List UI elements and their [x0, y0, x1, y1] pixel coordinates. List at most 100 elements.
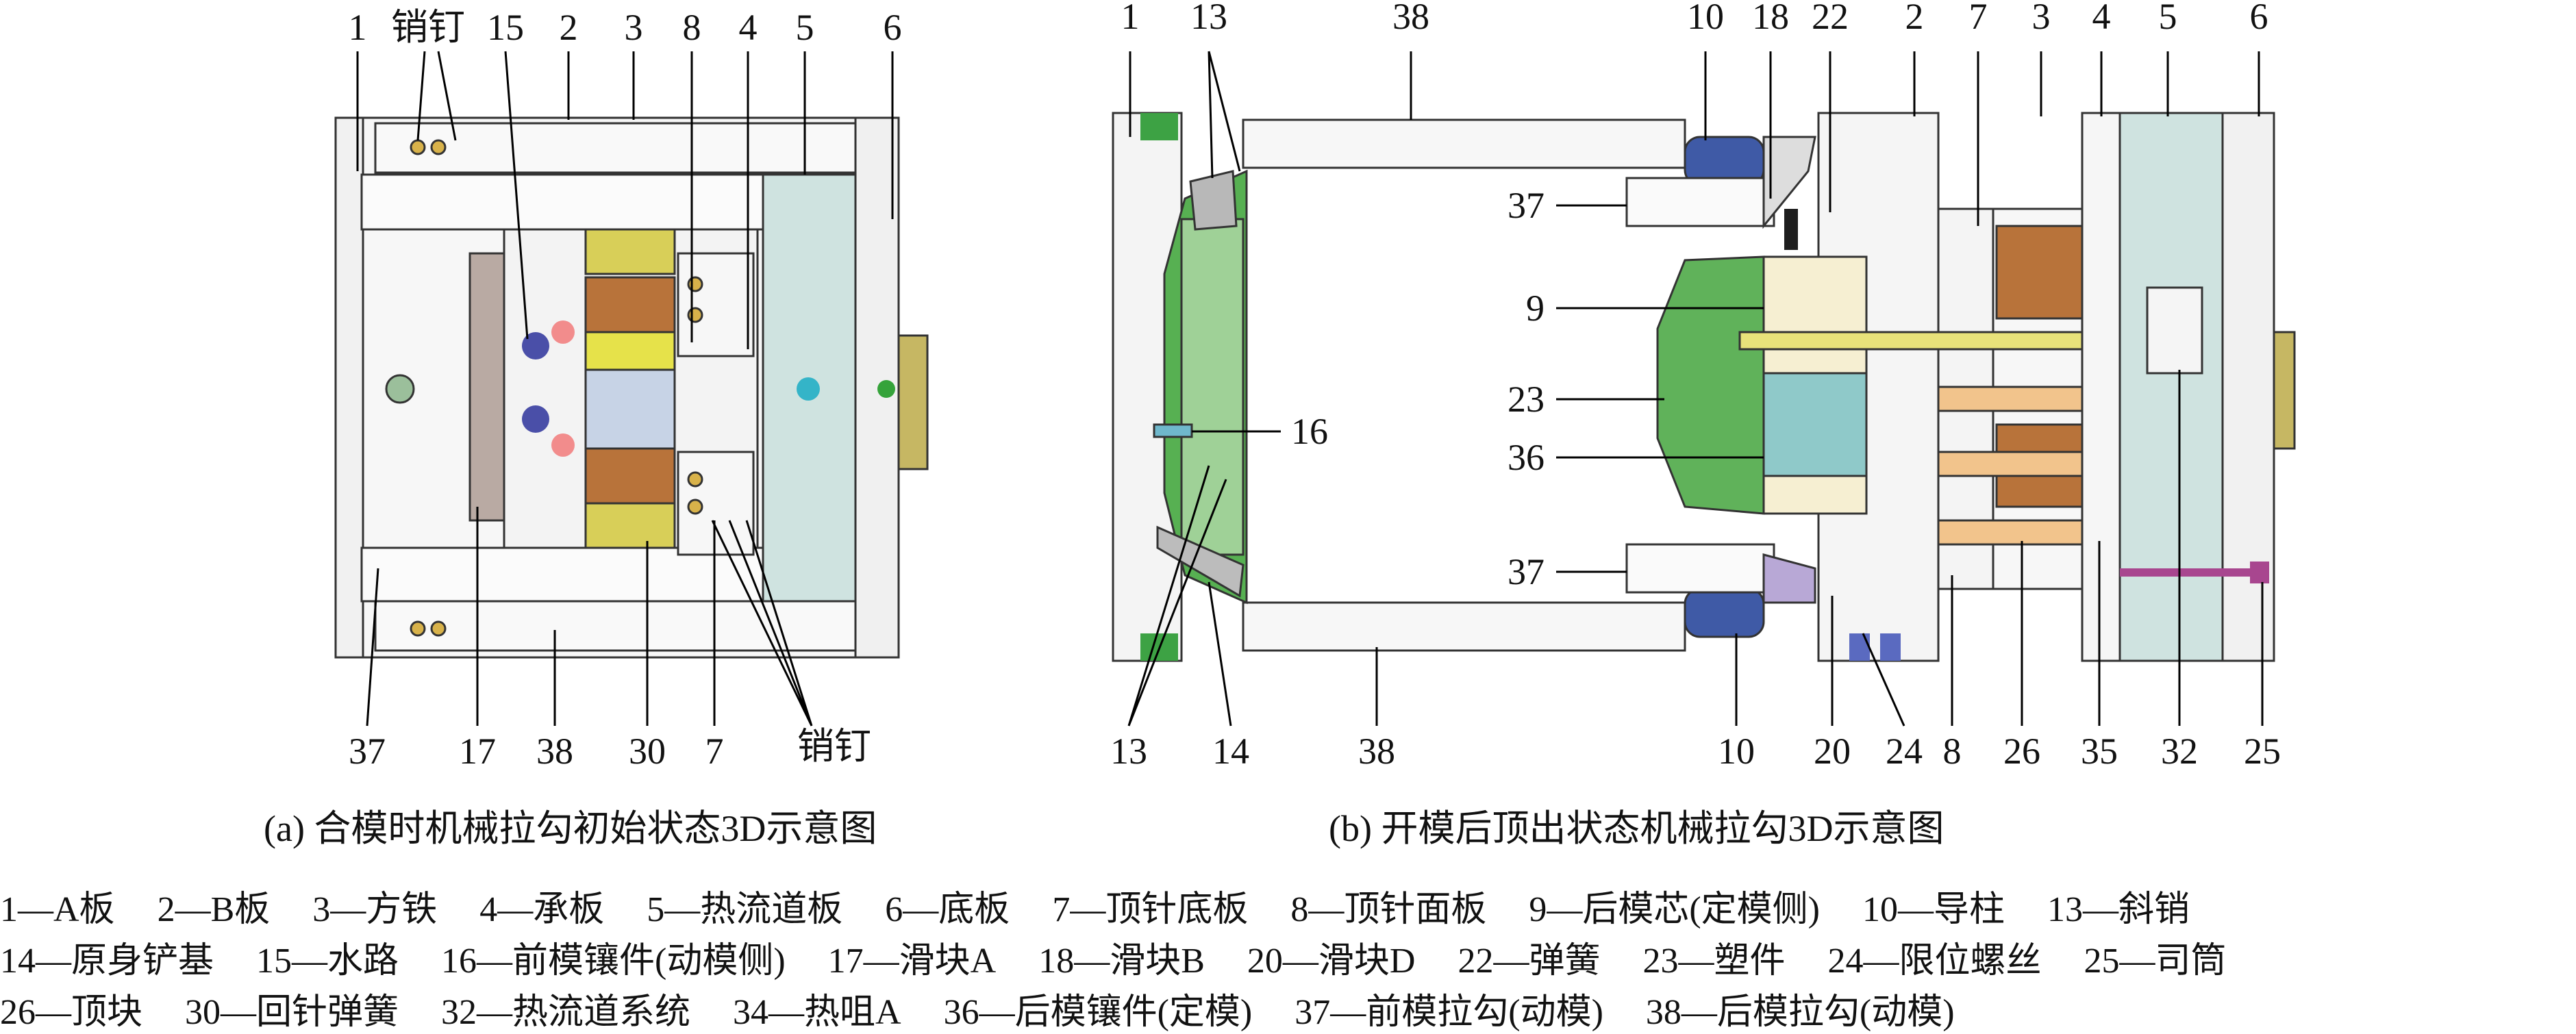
legend-item: 7—顶针底板: [1052, 890, 1249, 929]
a-pink-hole-2: [551, 433, 575, 457]
legend-item: 17—滑块A: [827, 942, 997, 981]
a-label-5: 5: [796, 7, 814, 48]
b-label-32: 32: [2161, 731, 2198, 772]
a-label-8: 8: [683, 7, 701, 48]
legend-item: 4—承板: [479, 890, 605, 929]
a-label-17: 17: [459, 731, 496, 772]
a-pin-6: [687, 307, 703, 323]
b-guide-pin-bottom: [1684, 588, 1765, 638]
a-label-2: 2: [560, 7, 578, 48]
a-sprue: [385, 374, 415, 404]
b-label-9: 9: [1526, 288, 1545, 329]
b-label-4: 4: [2092, 0, 2111, 37]
b-label-38-top: 38: [1392, 0, 1429, 37]
a-label-4: 4: [739, 7, 758, 48]
legend-item: 15—水路: [256, 942, 399, 981]
b-plate-1-green-top: [1140, 113, 1178, 140]
legend-item: 10—导柱: [1862, 890, 2005, 929]
a-water-hole-1: [522, 332, 549, 360]
b-hook-37-top: [1625, 177, 1775, 227]
legend-item: 14—原身铲基: [0, 942, 214, 981]
b-ejector-block-3: [1937, 519, 2084, 546]
a-pin-3: [410, 620, 426, 637]
legend-item: 3—方铁: [312, 890, 438, 929]
a-pin-1: [410, 139, 426, 155]
b-label-13-bottom: 13: [1110, 731, 1147, 772]
a-ejector-top: [677, 252, 755, 357]
b-label-35: 35: [2081, 731, 2118, 772]
a-copper-bottom: [584, 447, 676, 505]
a-water-hole-2: [522, 405, 549, 433]
a-label-15: 15: [487, 7, 524, 48]
a-pin-2: [430, 139, 447, 155]
b-slider-d: [1762, 553, 1816, 604]
a-locating-ring: [897, 334, 929, 470]
b-slider-b: [1762, 136, 1816, 229]
a-plate-1: [334, 116, 364, 659]
legend-item: 6—底板: [885, 890, 1010, 929]
b-label-5: 5: [2159, 0, 2177, 37]
a-label-1: 1: [349, 7, 367, 48]
b-angle-pin-top: [1189, 170, 1238, 231]
caption-a: (a) 合模时机械拉勾初始状态3D示意图: [264, 808, 877, 849]
legend-item: 16—前模镶件(动模侧): [441, 942, 786, 981]
a-spring-top: [584, 228, 676, 275]
a-label-37: 37: [349, 731, 386, 772]
b-label-10-top: 10: [1687, 0, 1724, 37]
legend-item: 22—弹簧: [1458, 942, 1601, 981]
a-top-hook: [374, 122, 899, 174]
b-label-26: 26: [2003, 731, 2040, 772]
b-label-10-bottom: 10: [1718, 731, 1755, 772]
b-hook-38-top: [1242, 118, 1686, 169]
b-label-20: 20: [1814, 731, 1851, 772]
legend-item: 13—斜销: [2047, 890, 2190, 929]
b-hook-37-bottom: [1625, 543, 1775, 594]
legend-item: 34—热咀A: [733, 993, 901, 1032]
b-label-7: 7: [1969, 0, 1988, 37]
b-ejector-pin-35: [1738, 331, 2131, 351]
legend-item: 2—B板: [157, 890, 271, 929]
a-pink-hole-1: [551, 320, 575, 344]
a-green-hole: [877, 380, 895, 398]
legend-item: 24—限位螺丝: [1827, 942, 2042, 981]
a-spring-bottom: [584, 502, 676, 549]
diagram-a-drawing: 1 销钉 15 2 3 8 4 5 6 37 17 38 30 7 销钉: [334, 7, 929, 772]
b-molded-part: [1656, 255, 1765, 515]
b-hot-runner-plate: [2118, 112, 2224, 662]
b-ejector-block-1: [1937, 386, 2084, 412]
a-label-30: 30: [629, 731, 666, 772]
b-locating-ring: [2273, 331, 2296, 450]
b-hot-runner-system: [2146, 286, 2203, 375]
b-insert-36: [1762, 372, 1868, 477]
b-label-38-bottom: 38: [1358, 731, 1395, 772]
a-label-7: 7: [705, 731, 724, 772]
legend-item: 26—顶块: [0, 993, 143, 1032]
b-label-8: 8: [1943, 731, 1962, 772]
a-copper-top: [584, 276, 676, 333]
a-pin-7: [687, 471, 703, 488]
a-slider-a: [468, 252, 505, 522]
a-pin-5: [687, 276, 703, 292]
a-cyan-hole: [797, 377, 820, 401]
a-label-pin-top: 销钉: [391, 7, 465, 48]
b-ejector-block-2: [1937, 451, 2084, 477]
a-striped-band: [584, 368, 676, 450]
legend-item: 9—后模芯(定模侧): [1529, 890, 1820, 929]
a-yellow-band: [584, 331, 676, 371]
b-label-25: 25: [2244, 731, 2281, 772]
b-label-22: 22: [1812, 0, 1849, 37]
legend-item: 1—A板: [0, 890, 115, 929]
a-bottom-hook: [374, 600, 899, 652]
b-label-24: 24: [1886, 731, 1923, 772]
b-spring-22: [1784, 209, 1798, 250]
b-core-9-lower: [1762, 475, 1868, 515]
a-label-pin-bottom: 销钉: [797, 726, 871, 767]
b-angle-pin-bottom: [1156, 525, 1245, 598]
b-label-13-top: 13: [1190, 0, 1227, 37]
b-label-37-bottom: 37: [1508, 551, 1545, 592]
a-label-3: 3: [625, 7, 643, 48]
b-front-insert-face: [1180, 218, 1245, 556]
